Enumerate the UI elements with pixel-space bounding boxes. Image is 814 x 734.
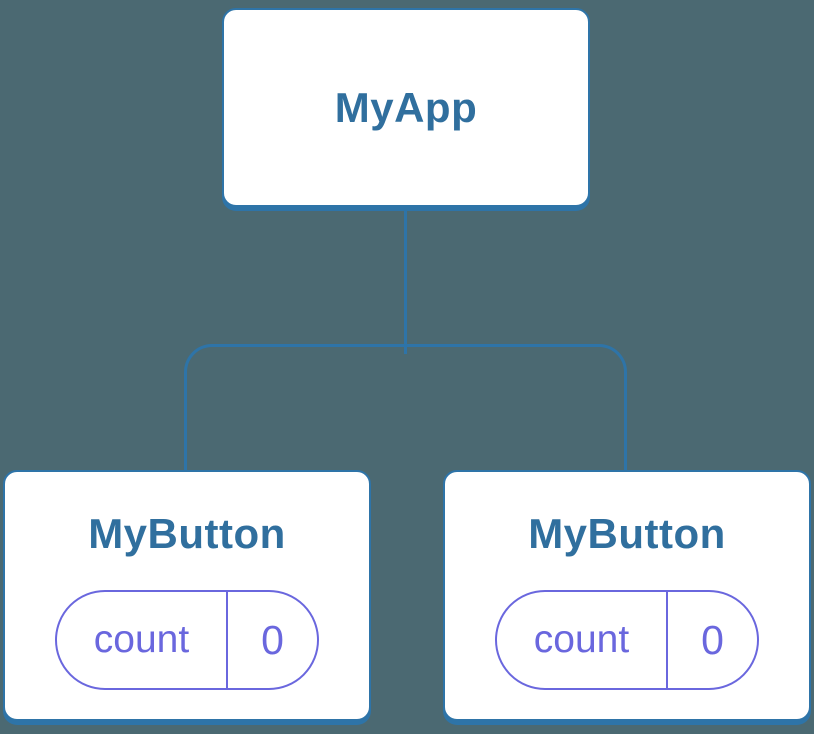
state-name-left: count xyxy=(93,618,190,661)
state-value-right: 0 xyxy=(666,592,757,688)
state-value-left: 0 xyxy=(226,592,317,688)
node-mybutton-right-label: MyButton xyxy=(528,510,726,557)
node-mybutton-left: MyButton count 0 xyxy=(3,470,371,721)
node-mybutton-left-label: MyButton xyxy=(88,510,286,557)
connector-stem-line xyxy=(404,208,407,354)
state-pill-left: count 0 xyxy=(55,590,319,690)
node-mybutton-right: MyButton count 0 xyxy=(443,470,811,721)
node-myapp-label: MyApp xyxy=(334,83,478,131)
state-name-right: count xyxy=(533,618,630,661)
node-myapp: MyApp xyxy=(222,8,590,207)
connector-bracket-line xyxy=(184,344,627,470)
state-pill-right: count 0 xyxy=(495,590,759,690)
